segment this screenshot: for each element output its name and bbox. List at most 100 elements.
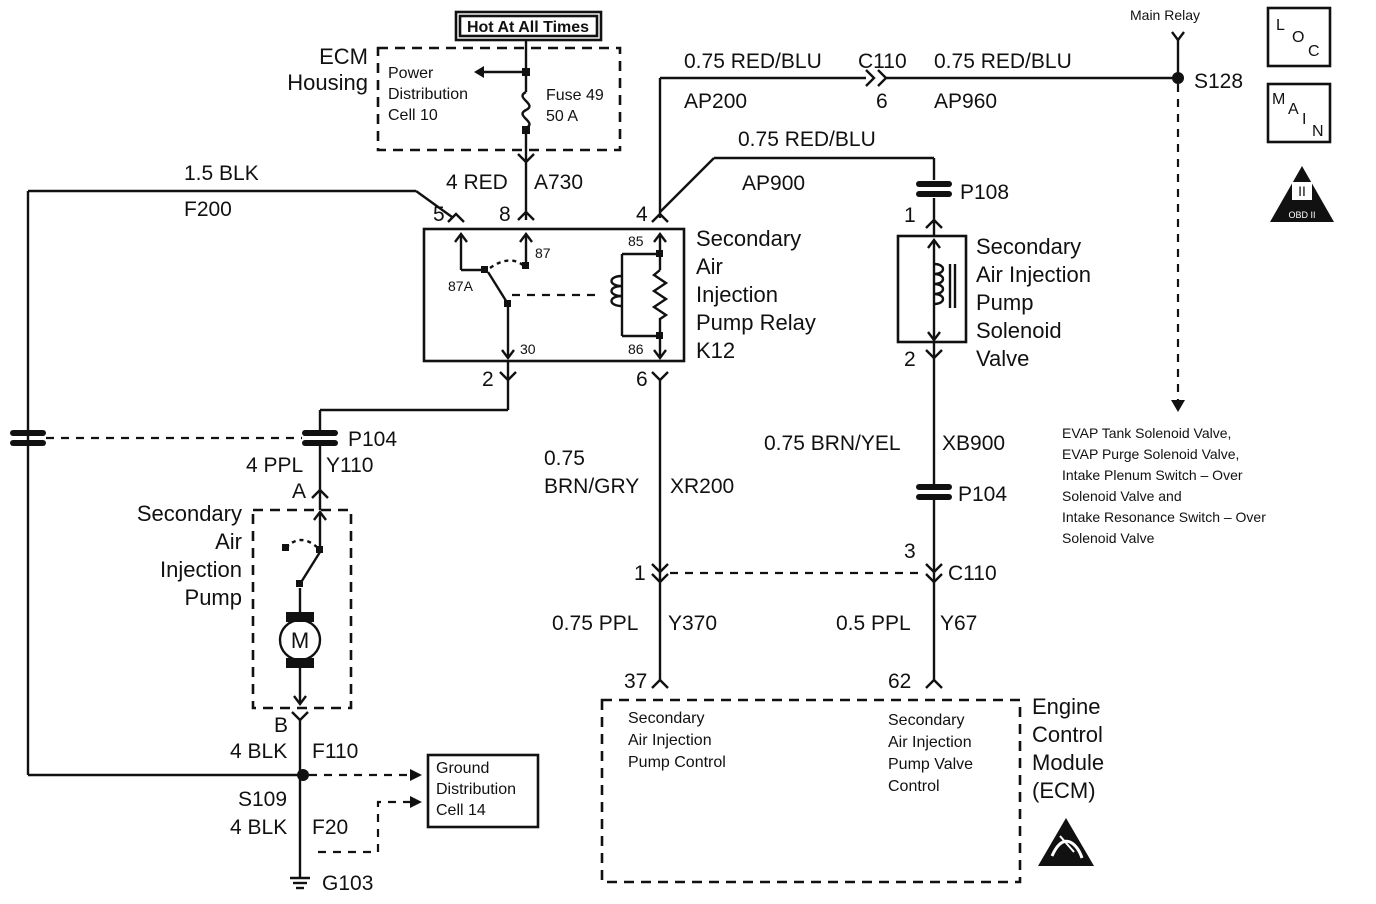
wire-f200-label: F200 [184,198,232,221]
svg-text:Engine: Engine [1032,694,1101,719]
svg-text:Module: Module [1032,750,1104,775]
ecm-pin-62-label: 62 [888,670,911,693]
ground-g103-label: G103 [322,872,373,895]
connector-p104-right-label: P104 [958,483,1007,506]
wire-1-5-blk-label: 1.5 BLK [184,162,259,185]
connector-icon [311,488,329,499]
motor-label: M [291,628,309,653]
pin-30-label: 30 [520,341,536,357]
svg-text:Secondary: Secondary [628,710,705,727]
c110-pin-6-label: 6 [876,90,888,113]
wire-xb900-label: XB900 [942,432,1005,455]
esd-sensitive-icon [1038,818,1094,866]
solenoid-icon [927,238,957,342]
svg-text:L: L [1276,17,1285,34]
svg-text:Secondary: Secondary [888,712,965,729]
connector-f200-splice [10,430,46,446]
svg-text:Solenoid Valve: Solenoid Valve [1062,530,1155,546]
fuse-49-label: Fuse 49 50 A [546,87,604,125]
svg-text:I: I [1302,111,1306,128]
wire-brn-yel-label: 0.75 BRN/YEL [764,432,901,455]
pump-pin-a-label: A [292,480,306,503]
motor-icon: M [278,612,322,668]
svg-text:Secondary: Secondary [976,234,1081,259]
connector-icon [651,212,669,223]
svg-text:Distribution: Distribution [388,86,468,103]
hot-at-all-times-label: Hot At All Times [467,19,589,36]
wire-y67-label: Y67 [940,612,977,635]
svg-text:M: M [1272,91,1285,108]
fuse-icon [521,90,531,130]
svg-text:Injection: Injection [160,557,242,582]
pump-label: Secondary Air Injection Pump [137,501,242,610]
secondary-air-injection-pump [251,508,353,710]
svg-text:Air Injection: Air Injection [628,732,712,749]
svg-text:EVAP Tank Solenoid Valve,: EVAP Tank Solenoid Valve, [1062,425,1231,441]
ecm-pump-control-label: Secondary Air Injection Pump Control [628,710,726,771]
relay-pin-6-label: 6 [636,368,648,391]
splice-s109-label: S109 [238,788,287,811]
wire-4-red-label: 4 RED [446,171,508,194]
svg-text:Air Injection: Air Injection [888,734,972,751]
svg-text:ECM: ECM [319,44,368,69]
ground-distribution-label: Ground Distribution Cell 14 [436,760,516,819]
svg-text:Control: Control [888,778,940,795]
svg-text:N: N [1312,123,1324,140]
svg-text:Air Injection: Air Injection [976,262,1091,287]
svg-text:Pump Relay: Pump Relay [696,310,816,335]
svg-text:Solenoid Valve and: Solenoid Valve and [1062,488,1182,504]
svg-text:Ground: Ground [436,760,489,777]
svg-text:Pump: Pump [976,290,1033,315]
pin-85-label: 85 [628,233,644,249]
svg-text:Pump Control: Pump Control [628,754,726,771]
connector-p104-left [302,430,338,446]
pump-pin-b-label: B [274,714,288,737]
ground-icon [290,876,310,890]
svg-text:Solenoid: Solenoid [976,318,1062,343]
pump-switch-icon [282,510,327,612]
wire-red-blu-3-label: 0.75 RED/BLU [738,128,876,151]
svg-text:II: II [1298,183,1306,199]
hot-at-all-times-box: Hot At All Times [454,10,603,42]
svg-text:Housing: Housing [287,70,368,95]
svg-text:Secondary: Secondary [696,226,801,251]
connector-icon [291,711,309,722]
wire-y110-label: Y110 [326,454,374,477]
connector-p104-left-label: P104 [348,428,397,451]
wire-ap900-label: AP900 [742,172,805,195]
wire-4-blk-2-label: 4 BLK [230,816,287,839]
solenoid-pin-2-label: 2 [904,348,916,371]
arrow-down-icon [1171,400,1185,412]
connector-icon [517,210,535,221]
svg-text:Intake Plenum Switch – Over: Intake Plenum Switch – Over [1062,467,1243,483]
connector-c110-pin-3 [925,563,943,584]
pin-87a-label: 87A [448,278,474,294]
pin-86-label: 86 [628,341,644,357]
pin-4-label: 4 [636,203,648,226]
secondary-air-injection-pump-solenoid-valve [896,234,968,344]
connector-p108-label: P108 [960,181,1009,204]
ground-distribution-cell-14 [426,753,540,829]
wire-brn-gry-2-label: BRN/GRY [544,475,639,498]
evap-note: EVAP Tank Solenoid Valve, EVAP Purge Sol… [1062,425,1266,546]
wire-f110-label: F110 [312,740,358,763]
svg-text:Secondary: Secondary [137,501,242,526]
wire-brn-gry-1-label: 0.75 [544,447,585,470]
wire-f20-label: F20 [312,816,348,839]
wire-xr200-label: XR200 [670,475,734,498]
wire-red-blu-1-label: 0.75 RED/BLU [684,50,822,73]
connector-c110-top-label: C110 [858,50,907,73]
svg-text:Power: Power [388,65,434,82]
relay-internals [454,232,669,360]
connector-icon [651,371,669,382]
pin-5-label: 5 [433,203,445,226]
c110-pin-1-label: 1 [634,562,646,585]
connector-p104-right [916,484,952,500]
connector-icon [1171,31,1185,42]
svg-text:A: A [1288,101,1299,118]
main-relay-label: Main Relay [1130,7,1200,23]
engine-control-module [600,698,1022,884]
svg-text:Control: Control [1032,722,1103,747]
svg-text:Cell 14: Cell 14 [436,802,486,819]
